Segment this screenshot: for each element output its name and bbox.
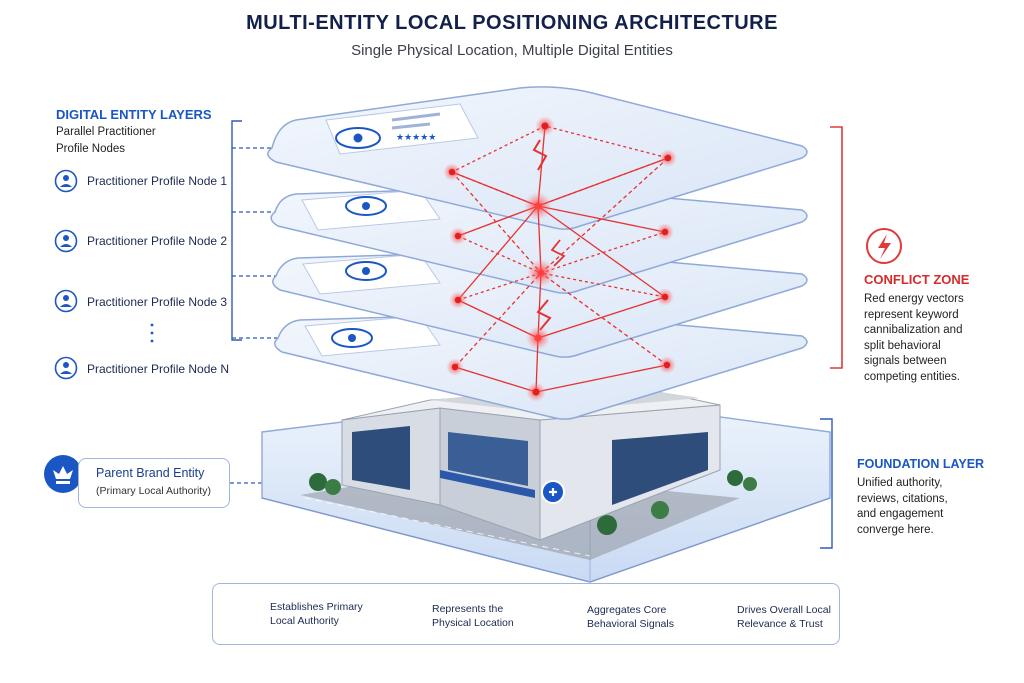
practitioner-icon-2 (54, 229, 78, 253)
parent-brand-name: Parent Brand Entity (96, 466, 205, 480)
digital-layers-subheading-2: Profile Nodes (56, 143, 126, 155)
practitioner-icon-1 (54, 169, 78, 193)
practitioner-icon-n (54, 356, 78, 380)
svg-text:★★★★★: ★★★★★ (396, 132, 436, 142)
clinic-building (300, 383, 757, 560)
practitioner-node-3-label: Practitioner Profile Node 3 (87, 295, 228, 309)
foundation-bracket (820, 418, 833, 549)
practitioner-node-1-label: Practitioner Profile Node 1 (87, 174, 228, 188)
feature-bar (212, 583, 840, 645)
conflict-zone-description: Red energy vectors represent keyword can… (864, 293, 964, 383)
practitioner-node-2-label: Practitioner Profile Node 2 (87, 234, 228, 248)
foundation-layer-description: Unified authority, reviews, citations, a… (857, 477, 948, 536)
conflict-bracket (830, 126, 843, 369)
page-subtitle: Single Physical Location, Multiple Digit… (351, 42, 673, 59)
node-icons (54, 169, 154, 380)
parent-brand-subtitle: (Primary Local Authority) (96, 485, 211, 497)
parent-brand-card (78, 458, 230, 508)
digital-layers-subheading-1: Parallel Practitioner (56, 126, 156, 138)
digital-layer-1: ★★★★★ (267, 86, 808, 230)
vertical-ellipsis-icon (150, 323, 154, 343)
conflict-nodes (443, 116, 677, 402)
crown-icon (44, 455, 82, 493)
digital-layer-4 (274, 311, 808, 420)
practitioner-node-n-label: Practitioner Profile Node N (87, 362, 230, 376)
practitioner-icon-3 (54, 289, 78, 313)
digital-layers-heading: DIGITAL ENTITY LAYERS (56, 107, 212, 122)
page-title: MULTI-ENTITY LOCAL POSITIONING ARCHITECT… (246, 12, 778, 34)
lightning-bolt-icon (866, 228, 902, 264)
left-bracket (230, 120, 278, 484)
conflict-zone-heading: CONFLICT ZONE (864, 272, 970, 287)
foundation-layer-heading: FOUNDATION LAYER (857, 457, 985, 471)
